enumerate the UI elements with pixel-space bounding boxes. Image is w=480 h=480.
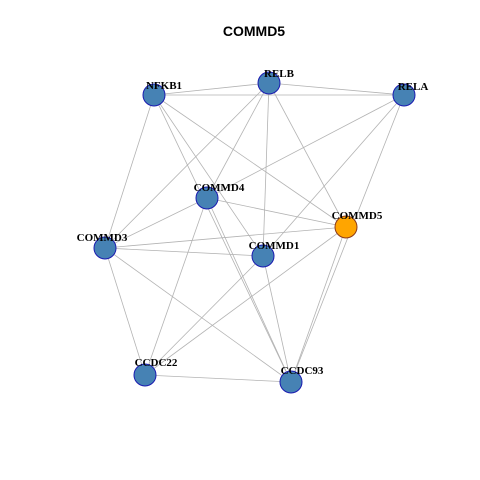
node-label-nfkb1: NFKB1	[146, 80, 182, 92]
edge-relb-commd3	[104, 82, 270, 249]
node-relb[interactable]	[257, 71, 281, 95]
node-ccdc22[interactable]	[133, 363, 157, 387]
node-label-commd4: COMMD4	[194, 182, 245, 194]
edge-nfkb1-commd3	[104, 94, 155, 249]
graph-title: COMMD5	[223, 23, 285, 39]
node-label-relb: RELB	[264, 68, 295, 80]
edge-relb-commd5	[268, 82, 347, 228]
edge-commd5-ccdc22	[144, 226, 347, 376]
node-commd1[interactable]	[251, 244, 275, 268]
edge-nfkb1-relb	[153, 82, 270, 96]
edge-rela-commd4	[206, 94, 405, 199]
edge-commd1-ccdc22	[144, 255, 264, 376]
node-label-commd3: COMMD3	[77, 232, 128, 244]
edge-nfkb1-commd5	[153, 94, 347, 228]
edge-relb-commd4	[206, 82, 270, 199]
edge-commd4-commd5	[206, 197, 347, 228]
edge-commd3-ccdc22	[104, 247, 146, 376]
node-commd3[interactable]	[93, 236, 117, 260]
edge-commd3-ccdc93	[104, 247, 292, 383]
edge-commd4-ccdc93	[206, 197, 292, 383]
node-label-rela: RELA	[398, 81, 429, 93]
edge-nfkb1-commd1	[153, 94, 264, 257]
label-layer: NFKB1 RELB RELA COMMD4COMMD5COMMD3COMMD1CCD…	[77, 68, 429, 377]
edge-rela-commd1	[262, 94, 405, 257]
edge-commd3-commd1	[104, 247, 264, 257]
edge-layer	[104, 82, 405, 383]
node-label-commd1: COMMD1	[249, 240, 300, 252]
edge-relb-commd1	[262, 82, 270, 257]
edge-relb-rela	[268, 82, 405, 96]
edge-commd1-ccdc93	[262, 255, 292, 383]
node-nfkb1[interactable]	[142, 83, 166, 107]
edge-commd4-ccdc22	[144, 197, 208, 376]
node-label-ccdc22: CCDC22	[135, 357, 178, 369]
node-label-commd5: COMMD5	[332, 210, 383, 222]
edge-commd5-ccdc93	[290, 226, 347, 383]
edge-rela-ccdc93	[290, 94, 405, 383]
node-ccdc93[interactable]	[279, 370, 303, 394]
node-layer	[93, 71, 416, 394]
edge-commd4-commd3	[104, 197, 208, 249]
node-rela[interactable]	[392, 83, 416, 107]
node-label-ccdc93: CCDC93	[281, 365, 324, 377]
node-commd4[interactable]	[195, 186, 219, 210]
node-commd5[interactable]	[334, 215, 358, 239]
edge-commd3-commd5	[104, 226, 347, 249]
edge-nfkb1-ccdc93	[153, 94, 292, 383]
edge-ccdc22-ccdc93	[144, 374, 292, 383]
